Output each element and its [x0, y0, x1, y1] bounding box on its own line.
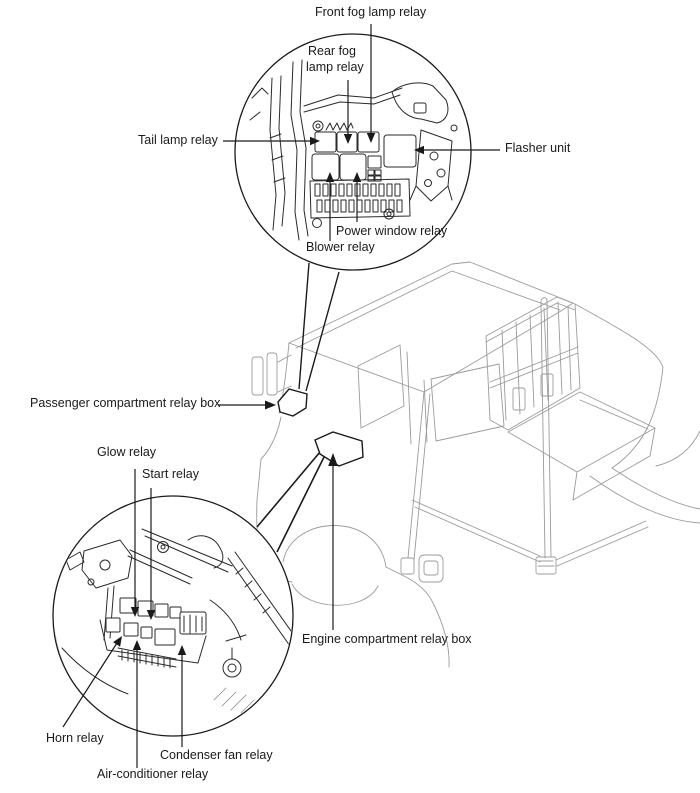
label-glow-relay: Glow relay: [97, 445, 157, 459]
blower-relay-part: [311, 153, 340, 181]
condenser-fan-relay-part: [154, 628, 176, 646]
truck-mirror: [251, 356, 264, 396]
air-conditioner-relay-part: [123, 622, 139, 637]
label-front-fog-lamp-relay: Front fog lamp relay: [315, 5, 427, 19]
engine-relay-box-marker: [314, 431, 364, 467]
label-air-conditioner-relay: Air-conditioner relay: [97, 767, 209, 781]
label-condenser-fan-relay: Condenser fan relay: [160, 748, 273, 762]
label-rear-fog-lamp-relay-line1: Rear fog: [308, 44, 356, 58]
label-horn-relay: Horn relay: [46, 731, 104, 745]
power-window-relay-part: [339, 153, 367, 181]
label-blower-relay: Blower relay: [306, 240, 375, 254]
label-engine-compartment-relay-box: Engine compartment relay box: [302, 632, 472, 646]
engine-callout-wedge: [256, 451, 325, 553]
passenger-callout-wedge: [298, 262, 340, 392]
engine-relay-box-drawing: [54, 528, 292, 714]
passenger-relay-box-drawing: [249, 59, 458, 241]
label-rear-fog-lamp-relay-line2: lamp relay: [306, 60, 364, 74]
label-passenger-compartment-relay-box: Passenger compartment relay box: [30, 396, 221, 410]
passenger-relay-box-marker: [277, 388, 308, 417]
rear-fog-lamp-relay-part: [336, 131, 358, 153]
label-flasher-unit: Flasher unit: [505, 141, 571, 155]
flasher-unit-part: [383, 134, 417, 168]
tail-lamp-relay-part: [314, 131, 337, 153]
horn-relay-part: [105, 617, 121, 633]
truck-illustration: [251, 261, 700, 668]
leader-lines: [62, 24, 500, 768]
front-fog-lamp-relay-part: [357, 131, 380, 153]
label-start-relay: Start relay: [142, 467, 199, 481]
label-power-window-relay: Power window relay: [336, 224, 448, 238]
label-tail-lamp-relay: Tail lamp relay: [138, 133, 218, 147]
